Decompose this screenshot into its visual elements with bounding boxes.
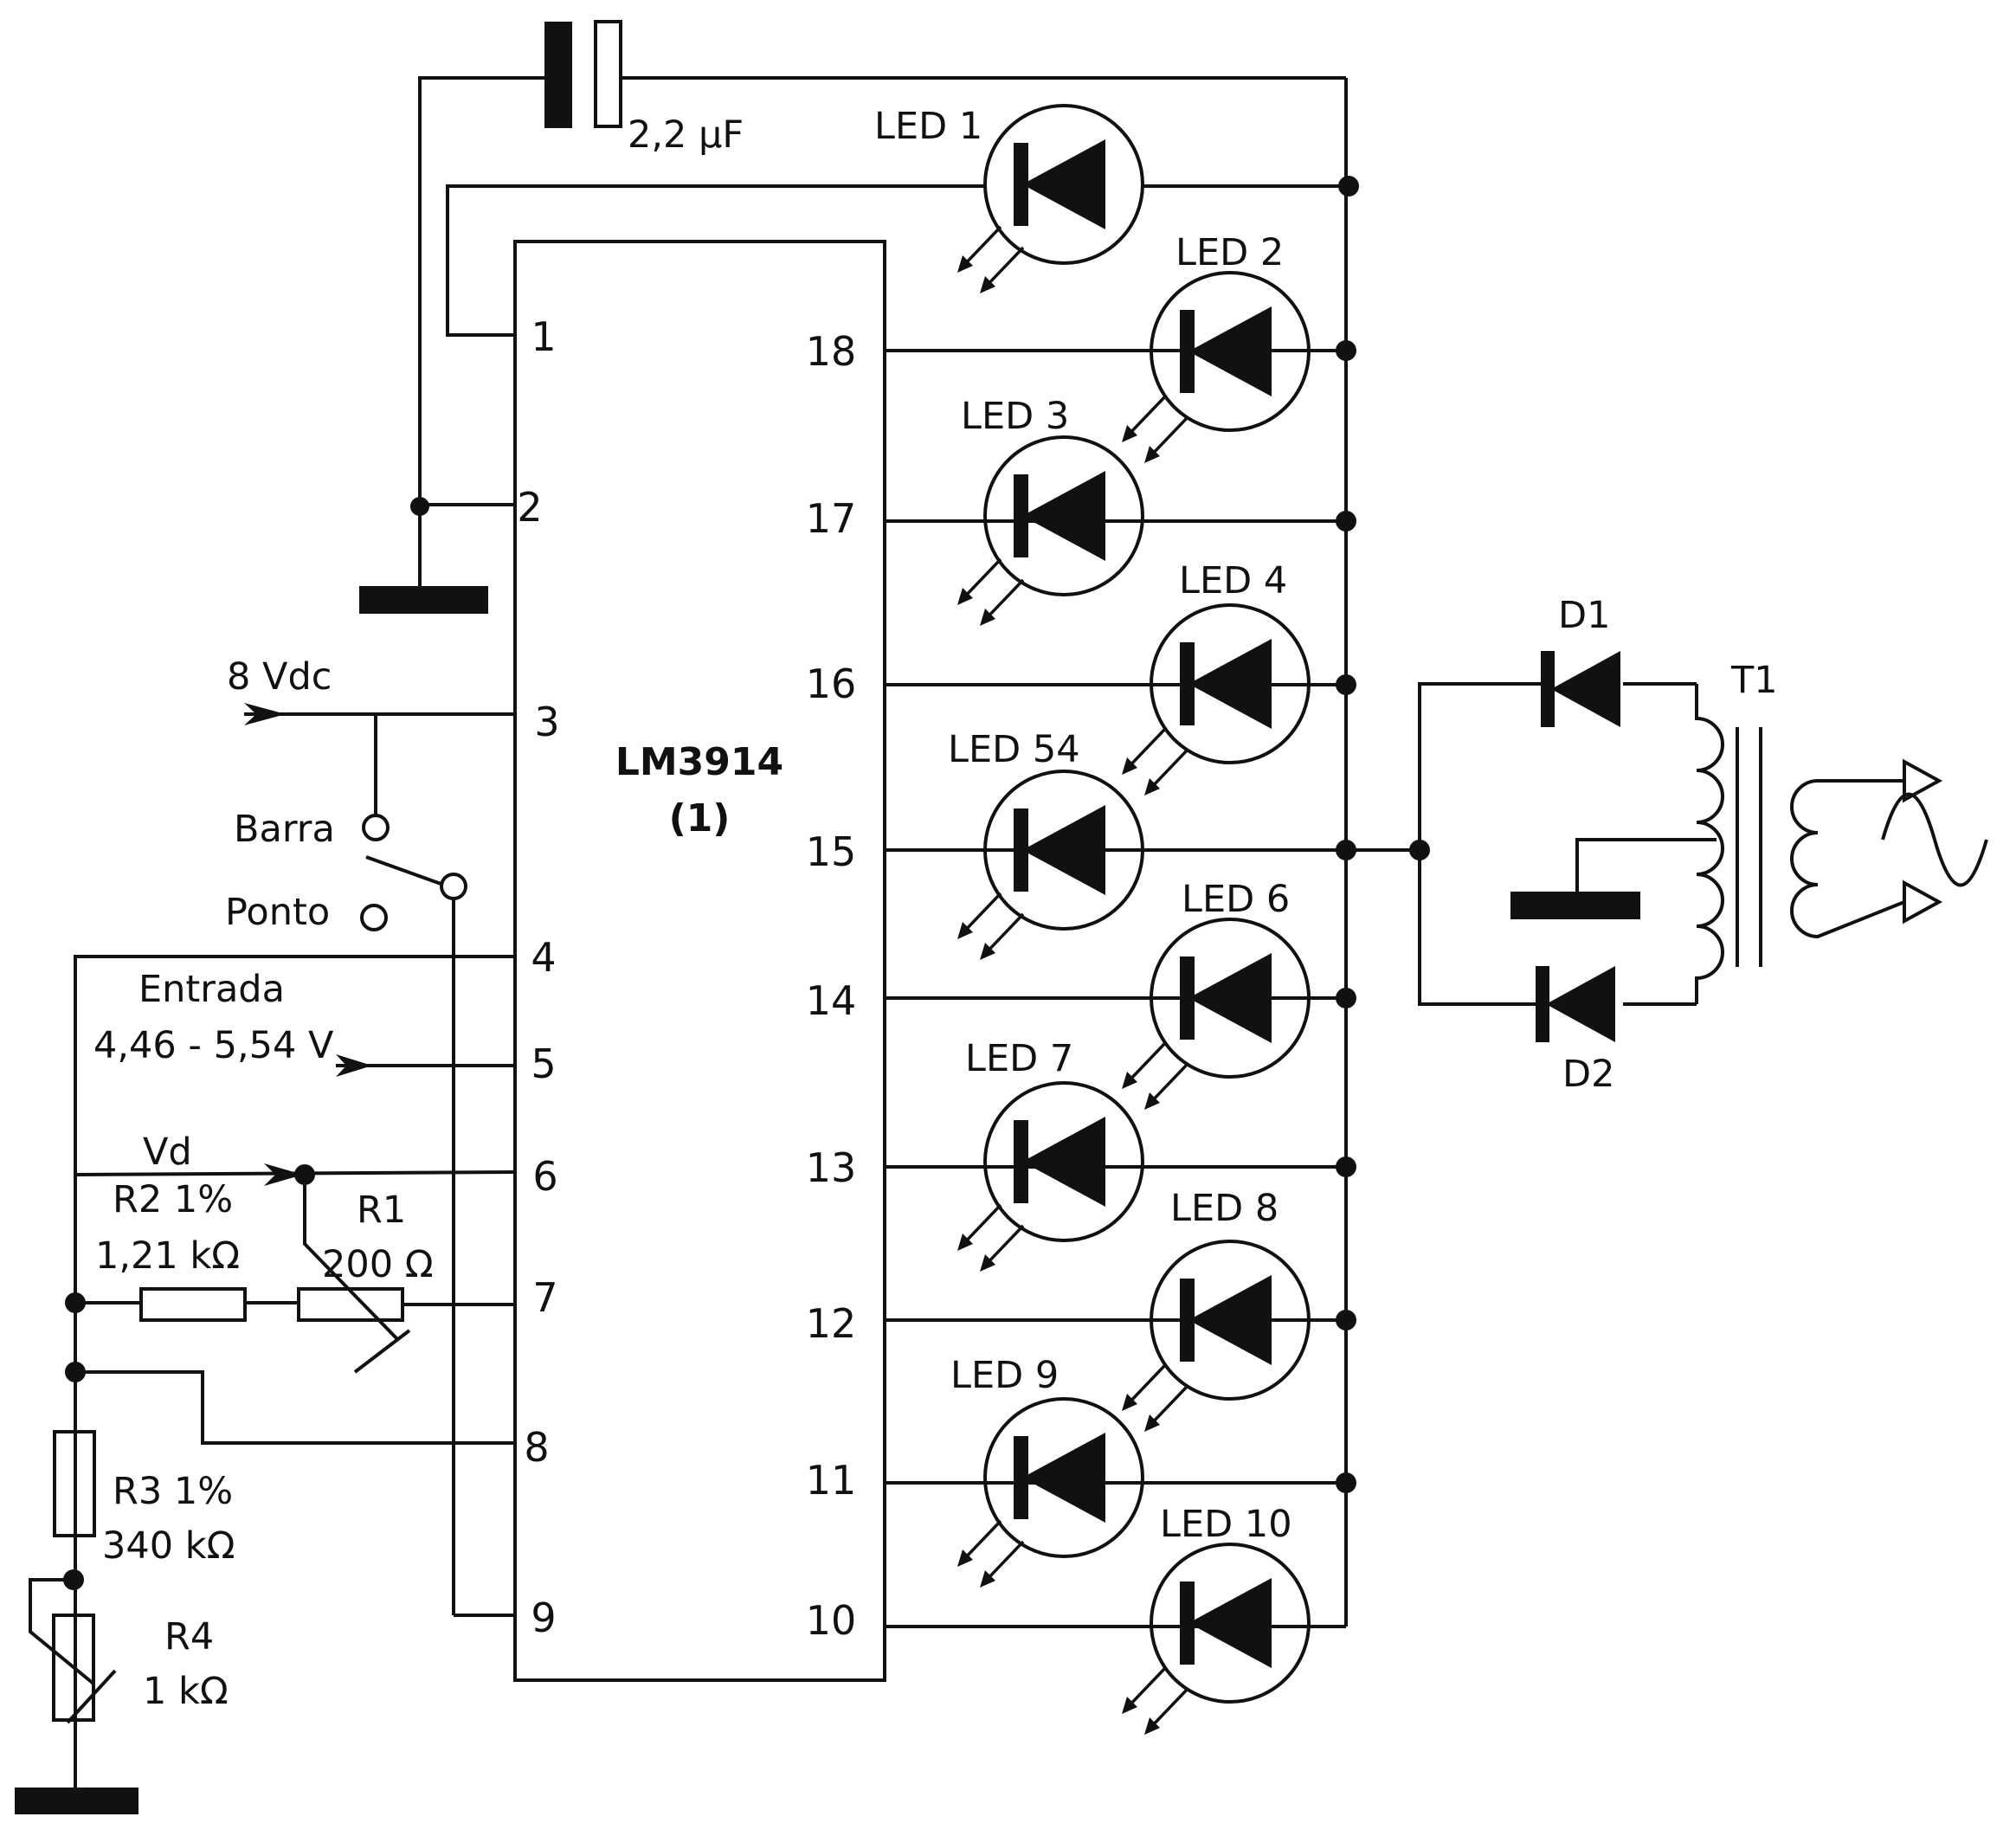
d1-label: D1 <box>1558 594 1610 637</box>
r2-name: R2 1% <box>113 1178 233 1221</box>
pin-5-label: 5 <box>531 1040 556 1087</box>
input-label: Entrada <box>138 968 285 1011</box>
led-1-label: LED 1 <box>874 105 982 148</box>
r4-name: R4 <box>164 1615 214 1659</box>
t1-label: T1 <box>1730 659 1778 702</box>
pin-4-label: 4 <box>531 934 556 981</box>
pin-10-label: 10 <box>806 1597 857 1644</box>
ic-body <box>513 240 886 1682</box>
r2-value: 1,21 kΩ <box>95 1234 240 1278</box>
pin-9-label: 9 <box>531 1594 556 1641</box>
led-5-label: LED 54 <box>948 728 1080 771</box>
led-10: LED 10 <box>1120 1503 1311 1736</box>
pin-17-label: 17 <box>806 495 857 542</box>
ic-note: (1) <box>669 796 731 841</box>
pin-15-label: 15 <box>806 828 857 875</box>
pin-12-label: 12 <box>806 1300 857 1347</box>
junction-pin8 <box>65 1362 86 1382</box>
resistor-r3: R3 1% 340 kΩ <box>53 1430 235 1568</box>
r1-value: 200 Ω <box>322 1243 434 1286</box>
led-4: LED 4 <box>1120 559 1311 797</box>
resistor-r4: R4 1 kΩ <box>29 1578 229 1724</box>
switch-dot-label: Ponto <box>225 891 330 934</box>
resistor-r2: R2 1% 1,21 kΩ <box>75 1178 299 1322</box>
pin-1-label: 1 <box>531 313 556 360</box>
led-1: LED 1 <box>874 104 1144 295</box>
pin-7-label: 7 <box>532 1274 557 1321</box>
mode-switch: Barra Ponto <box>225 808 515 1617</box>
supply-input: 8 Vdc <box>227 655 515 816</box>
led-5: LED 54 <box>948 728 1144 962</box>
ic-name: LM3914 <box>615 740 783 784</box>
ground-symbol-top <box>359 497 488 614</box>
d2-label: D2 <box>1562 1053 1614 1096</box>
ground-symbol-bottom <box>15 1788 138 1814</box>
resistor-r1: R1 200 Ω <box>297 1175 515 1374</box>
pin-2-label: 2 <box>517 484 542 531</box>
led-8-label: LED 8 <box>1170 1187 1279 1230</box>
pin-18-label: 18 <box>806 328 857 375</box>
led-8: LED 8 <box>1120 1187 1311 1433</box>
bus-junctions <box>1336 176 1359 1493</box>
led-2-label: LED 2 <box>1175 231 1284 274</box>
transformer-t1: T1 <box>1510 659 1988 1004</box>
junction-r2 <box>65 1292 86 1313</box>
signal-input: Entrada 4,46 - 5,54 V <box>93 968 515 1077</box>
led-7-label: LED 7 <box>965 1037 1073 1080</box>
pin-3-label: 3 <box>534 699 559 745</box>
r4-value: 1 kΩ <box>143 1670 229 1713</box>
led-7: LED 7 <box>956 1037 1144 1273</box>
pin-11-label: 11 <box>806 1457 857 1504</box>
pin-14-label: 14 <box>806 977 857 1024</box>
switch-bar-label: Barra <box>234 808 335 851</box>
capacitor-c1: 2,2 µF <box>418 20 1346 506</box>
vd-label: Vd <box>143 1131 192 1174</box>
left-pin-labels: 1 2 3 4 5 6 7 8 9 <box>517 313 559 1641</box>
supply-label: 8 Vdc <box>227 655 332 699</box>
pin-6-label: 6 <box>532 1153 557 1200</box>
pin-1-wire <box>446 184 987 337</box>
led-4-label: LED 4 <box>1179 559 1287 602</box>
led-6-label: LED 6 <box>1182 878 1290 921</box>
rectifier: D1 D2 <box>1409 594 1697 1096</box>
pin-8-wire <box>75 1370 515 1445</box>
led-3: LED 3 <box>956 395 1144 628</box>
pin-16-label: 16 <box>806 660 857 707</box>
led-9-label: LED 9 <box>950 1354 1059 1397</box>
pin-4-wire <box>74 955 515 1788</box>
led-3-label: LED 3 <box>961 395 1069 438</box>
led-2: LED 2 <box>1120 231 1311 465</box>
pin-13-label: 13 <box>806 1144 857 1191</box>
input-range: 4,46 - 5,54 V <box>93 1024 334 1067</box>
vd-reference: Vd <box>74 1131 516 1186</box>
led-10-label: LED 10 <box>1160 1503 1292 1546</box>
led-6: LED 6 <box>1120 878 1311 1111</box>
led-9: LED 9 <box>950 1354 1144 1589</box>
capacitor-value: 2,2 µF <box>628 113 744 157</box>
r3-value: 340 kΩ <box>102 1524 235 1568</box>
pin-8-label: 8 <box>524 1424 549 1471</box>
r3-name: R3 1% <box>113 1470 233 1513</box>
right-pin-labels: 18 17 16 15 14 13 12 11 10 <box>806 328 857 1644</box>
r1-name: R1 <box>357 1189 406 1232</box>
